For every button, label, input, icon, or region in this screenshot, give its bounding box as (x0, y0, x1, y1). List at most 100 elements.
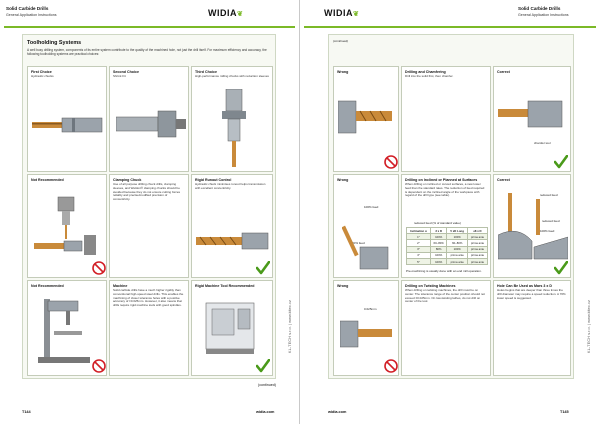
cell-title: Hole Can Be Used as Mars 3 x D (497, 284, 552, 288)
cell-subtitle: Hydraulic chucks (31, 74, 54, 78)
cell-rigid-machine: Rigid Machine Tool Recommended (191, 280, 273, 376)
cell-title: Not Recommended (31, 284, 64, 288)
long-drill-image (196, 232, 269, 250)
continued-label: (continued) (333, 39, 349, 43)
cell-title: Wrong (337, 178, 349, 182)
feed-reduction-table: Inclination α 3 x D 5 xD Long ≥8 x D 1°1… (406, 226, 489, 266)
cell-title: Wrong (337, 284, 349, 288)
cell-subtitle: Holes begins that are deeper than three … (497, 288, 566, 300)
right-header: WIDIA❦ Solid Carbide Drills General Appl… (300, 0, 600, 28)
header-title: Solid Carbide Drills (518, 6, 561, 11)
side-text: KL-TECH s.r.o. | www.kltec.cz (586, 300, 591, 354)
cell-title: Third Choice (195, 70, 217, 74)
cell-title: Drilling on Inclined or Planned at Surfa… (405, 178, 478, 182)
check-icon (554, 261, 568, 275)
table-note: Pre-machining is usually done with an en… (406, 269, 482, 273)
not-allowed-icon (384, 155, 398, 169)
leaf-icon: ❦ (353, 11, 360, 18)
section-title: Toolholding Systems (27, 40, 82, 46)
cell-subtitle: When drilling on inclined or curved surf… (405, 182, 485, 198)
cell-title: First Choice (31, 70, 52, 74)
drill-chuck-image (34, 196, 96, 255)
feed-label: 100% feed (364, 205, 379, 209)
header-divider (304, 26, 596, 28)
inclined-drilling-image (342, 225, 389, 270)
header-divider (4, 26, 295, 28)
cell-title: Rigid Runout Control (195, 178, 232, 182)
leaf-icon: ❦ (237, 11, 244, 18)
cell-title: Machine (113, 284, 128, 288)
cell-subtitle: When drilling on twisting machines, the … (405, 288, 485, 304)
feed-label: 100% feed (540, 229, 555, 233)
cell-third-choice: Third Choice High-performance milling ch… (191, 66, 273, 172)
section-intro: A well busy drilling system, components … (27, 48, 267, 57)
not-allowed-icon (92, 359, 106, 373)
cell-title: Rigid Machine Tool Recommended (195, 284, 255, 288)
cell-not-recommended-1: Not Recommended (27, 174, 107, 278)
shrink-fit-holder-image (116, 110, 186, 138)
correct-chamfer-image (498, 100, 563, 128)
hydraulic-chuck-drill-image (32, 117, 103, 133)
twisting-machine-image (340, 320, 392, 348)
cell-title: Clamping Chuck (113, 178, 142, 182)
table-caption: reduced feed (% of standard value) (414, 221, 461, 225)
cell-title: Wrong (337, 70, 349, 74)
cell-title: Not Recommended (31, 178, 64, 182)
cell-machine: Machine Solid carbide drills have a much… (109, 280, 189, 376)
cell-subtitle: Use of all purpose drilling chuck drills… (113, 182, 181, 202)
correct-inclined-image (498, 193, 568, 260)
brand-logo: WIDIA❦ (324, 8, 360, 18)
wrong-chamfer-image (338, 100, 392, 134)
left-page: Solid Carbide Drills General Application… (0, 0, 300, 424)
feed-label: reduced feed (542, 219, 560, 223)
cell-correct-2: Correct reduced feed reduced feed 100% f… (493, 174, 571, 278)
header-subtitle: General Application Instructions (6, 13, 57, 17)
page-number: T144 (22, 410, 31, 414)
cell-not-recommended-2: Not Recommended (27, 280, 107, 376)
cell-wrong-1: Wrong (333, 66, 399, 172)
cell-correct-1: Correct chamfer tool (493, 66, 571, 172)
cell-title: Correct (497, 178, 510, 182)
cell-first-choice: First Choice Hydraulic chucks (27, 66, 107, 172)
cell-correct-3: Hole Can Be Used as Mars 3 x D Holes beg… (493, 280, 571, 376)
cell-subtitle: Solid carbide drills have a much higher … (113, 288, 184, 308)
toolholding-panel: Toolholding Systems A well busy drilling… (22, 34, 276, 379)
right-page: WIDIA❦ Solid Carbide Drills General Appl… (300, 0, 600, 424)
cell-clamping-chuck: Clamping Chuck Use of all purpose drilli… (109, 174, 189, 278)
milling-chuck-image (222, 89, 246, 167)
left-header: Solid Carbide Drills General Application… (0, 0, 299, 28)
cell-subtitle: Drill into the solid first, then chamfer… (405, 74, 454, 78)
cell-subtitle: Hydraulic chuck minimises runout helps t… (195, 182, 266, 190)
check-icon (554, 155, 568, 169)
cell-twisting-machines: Drilling on Twisting Machines When drill… (401, 280, 491, 376)
chamfer-tool-label: chamfer tool (534, 141, 551, 145)
not-allowed-icon (92, 261, 106, 275)
not-allowed-icon (384, 359, 398, 373)
side-text: KL-TECH s.r.o. | www.kltec.cz (287, 300, 292, 354)
cell-title: Drilling and Chamfering (405, 70, 446, 74)
feed-label: 50% feed (352, 241, 365, 245)
tolerance-label: 0.025mm (364, 307, 377, 311)
page-number: T145 (560, 410, 569, 414)
header-subtitle: General Application Instructions (518, 13, 569, 17)
drilling-panel: (continued) Wrong Drilling and Chamferin… (328, 34, 574, 379)
cell-title: Correct (497, 70, 510, 74)
cell-rigid-runout: Rigid Runout Control Hydraulic chuck min… (191, 174, 273, 278)
cell-inclined-surfaces: Drilling on Inclined or Planned at Surfa… (401, 174, 491, 278)
cell-subtitle: High-performance milling chucks with red… (195, 74, 269, 78)
footer-url[interactable]: widia.com (256, 410, 275, 414)
cell-drilling-chamfering: Drilling and Chamfering Drill into the s… (401, 66, 491, 172)
check-icon (256, 261, 270, 275)
cell-second-choice: Second Choice Shrink Fit (109, 66, 189, 172)
cell-title: Drilling on Twisting Machines (405, 284, 456, 288)
cell-wrong-2: Wrong 100% feed 50% feed (333, 174, 399, 278)
header-title: Solid Carbide Drills (6, 6, 49, 11)
footer-url[interactable]: widia.com (328, 410, 347, 414)
check-icon (256, 359, 270, 373)
continued-label: (continued) (258, 383, 276, 387)
feed-label: reduced feed (540, 193, 558, 197)
cell-subtitle: Shrink Fit (113, 74, 126, 78)
column-drill-press-image (38, 299, 90, 363)
cell-wrong-3: Wrong 0.025mm (333, 280, 399, 376)
machining-center-image (205, 302, 255, 354)
